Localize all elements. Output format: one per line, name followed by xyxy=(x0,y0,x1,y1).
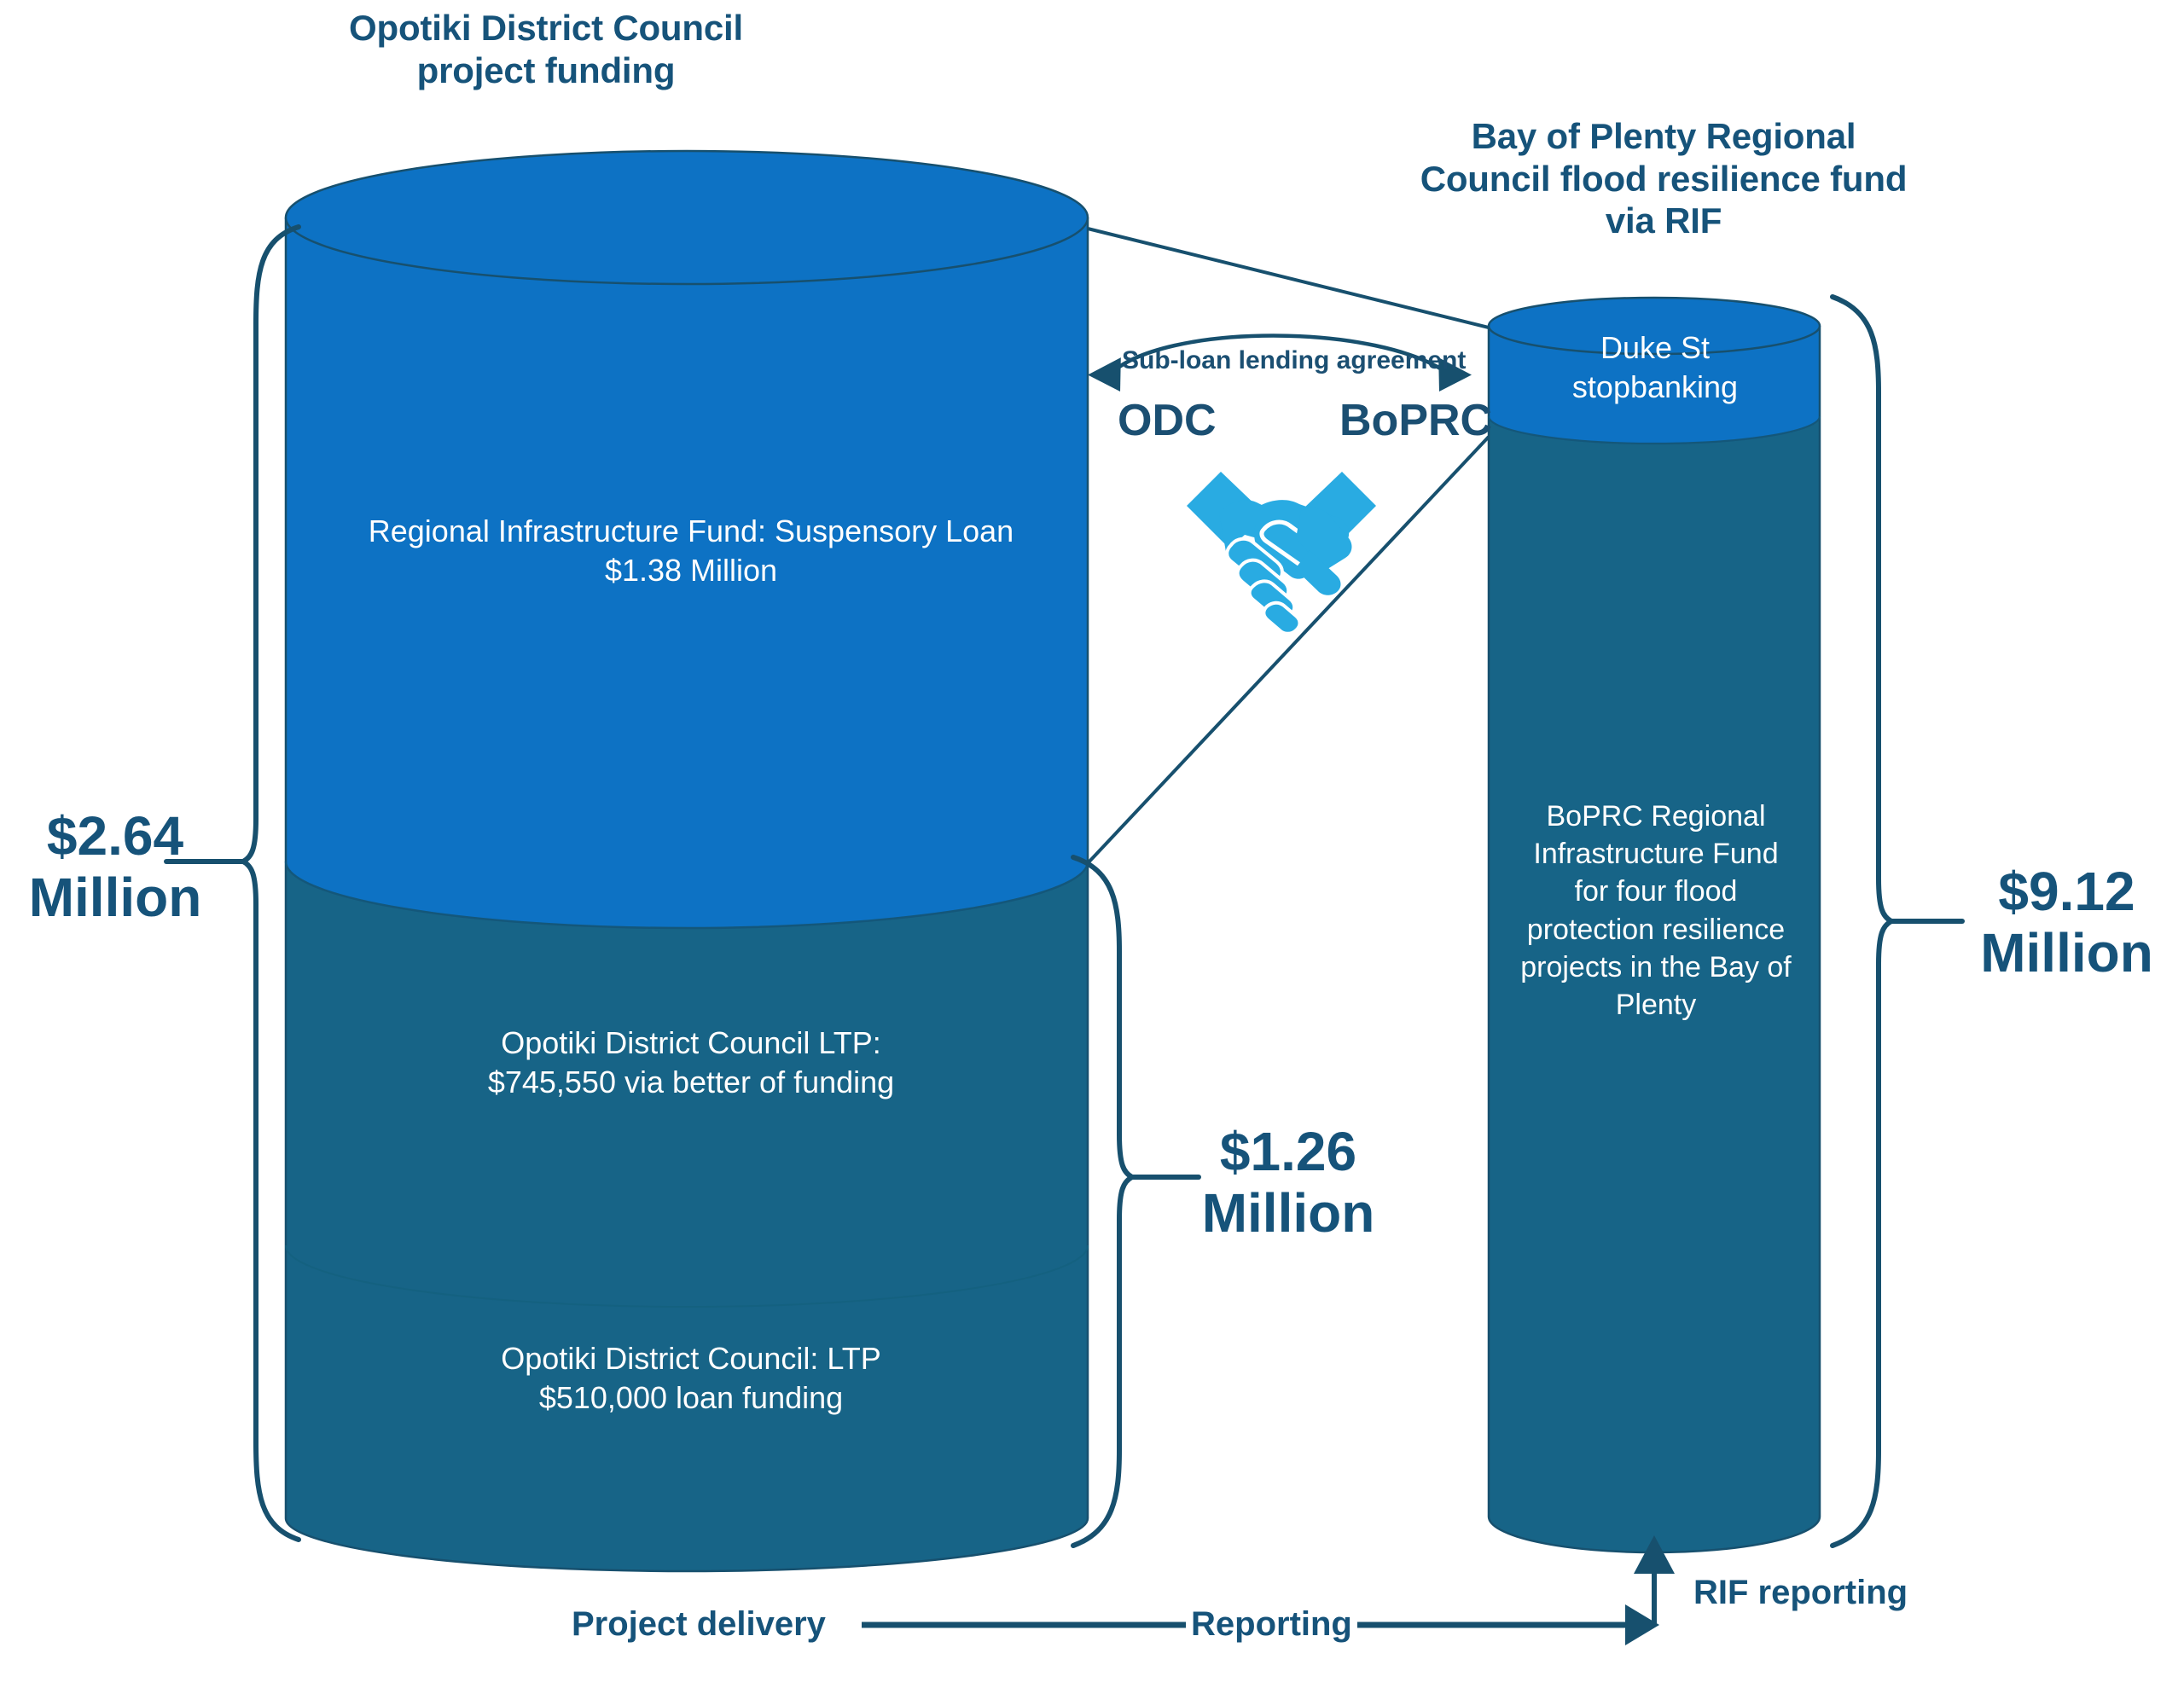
left-segment-1-label: Regional Infrastructure Fund: Suspensory… xyxy=(307,512,1075,590)
left-total-line2: Million xyxy=(28,866,202,928)
right-cylinder-top-ellipse xyxy=(1487,296,1821,356)
left-segment-1-fill xyxy=(286,213,1088,928)
left-segment-3-fill xyxy=(286,1220,1088,1571)
right-divider-1 xyxy=(1487,415,1821,445)
left-bracket xyxy=(164,224,301,1542)
middle-total-line1: $1.26 xyxy=(1219,1121,1357,1182)
reporting-arrow-head xyxy=(1625,1604,1659,1645)
agreement-arc-path xyxy=(1107,334,1452,377)
left-segment-3-label: Opotiki District Council: LTP $510,000 l… xyxy=(307,1339,1075,1418)
right-body-line4: protection resilience xyxy=(1526,913,1786,946)
left-segment-3-line2: $510,000 loan funding xyxy=(538,1380,844,1416)
left-divider-1 xyxy=(284,861,1089,930)
right-bracket xyxy=(1830,294,1965,1548)
connector-top xyxy=(1087,227,1490,329)
right-title: Bay of Plenty Regional Council flood res… xyxy=(1382,115,1945,242)
agreement-arrow-left xyxy=(1088,357,1121,392)
left-divider-2 xyxy=(285,1244,1089,1308)
right-body-line1: BoPRC Regional xyxy=(1546,800,1766,832)
right-title-line2: Council flood resilience fund xyxy=(1420,158,1908,199)
left-title-line2: project funding xyxy=(416,49,676,90)
right-bracket-curve xyxy=(1830,294,1897,1548)
middle-total-label: $1.26 Million xyxy=(1177,1121,1399,1244)
left-total-line1: $2.64 xyxy=(46,805,184,867)
agreement-arrow-right xyxy=(1438,357,1472,392)
right-body-line6: Plenty xyxy=(1615,988,1697,1021)
left-total-label: $2.64 Million xyxy=(9,805,222,928)
left-cylinder-outline xyxy=(284,218,1089,1573)
left-title-line1: Opotiki District Council xyxy=(349,8,743,48)
right-top-segment-fill xyxy=(1489,322,1820,444)
party-odc-label: ODC xyxy=(1118,396,1217,445)
right-title-line3: via RIF xyxy=(1605,200,1722,241)
left-segment-1-line2: $1.38 Million xyxy=(604,553,778,589)
right-body-label: BoPRC Regional Infrastructure Fund for f… xyxy=(1493,798,1819,1024)
right-cylinder xyxy=(1487,296,1821,1554)
right-body-line5: projects in the Bay of xyxy=(1520,950,1792,983)
right-body-line2: Infrastructure Fund xyxy=(1533,838,1779,871)
rif-reporting-label: RIF reporting xyxy=(1693,1574,1908,1611)
left-title: Opotiki District Council project funding xyxy=(256,7,836,91)
left-segment-1-line1: Regional Infrastructure Fund: Suspensory… xyxy=(368,513,1014,548)
handshake-icon xyxy=(1187,472,1376,635)
left-cylinder xyxy=(284,149,1089,1573)
right-top-line2: stopbanking xyxy=(1571,369,1739,405)
party-boprc-label: BoPRC xyxy=(1339,396,1493,445)
left-segment-2-line1: Opotiki District Council LTP: xyxy=(501,1025,881,1060)
project-delivery-label: Project delivery xyxy=(572,1605,826,1643)
left-segment-2-line2: $745,550 via better of funding xyxy=(487,1065,895,1100)
agreement-caption: Sub-loan lending agreement xyxy=(1122,346,1467,374)
right-body-line3: for four flood xyxy=(1574,875,1738,908)
middle-total-line2: Million xyxy=(1201,1181,1375,1244)
left-cylinder-top-ellipse xyxy=(284,149,1089,286)
reporting-label: Reporting xyxy=(1186,1605,1357,1643)
middle-bracket xyxy=(1071,855,1201,1548)
right-total-line1: $9.12 xyxy=(1998,861,2135,922)
right-top-segment-label: Duke St stopbanking xyxy=(1493,328,1817,407)
connector-lines xyxy=(1086,227,1490,865)
left-segment-2-label: Opotiki District Council LTP: $745,550 v… xyxy=(307,1024,1075,1102)
right-total-label: $9.12 Million xyxy=(1954,861,2180,983)
right-top-line1: Duke St xyxy=(1600,330,1711,365)
connector-bottom xyxy=(1086,435,1490,865)
agreement-arc xyxy=(1088,334,1472,392)
left-segment-3-line1: Opotiki District Council: LTP xyxy=(501,1341,881,1376)
right-body-fill xyxy=(1489,358,1820,1552)
right-total-line2: Million xyxy=(1980,921,2153,983)
right-title-line1: Bay of Plenty Regional xyxy=(1471,116,1856,156)
rif-reporting-arrow-head xyxy=(1634,1535,1675,1574)
